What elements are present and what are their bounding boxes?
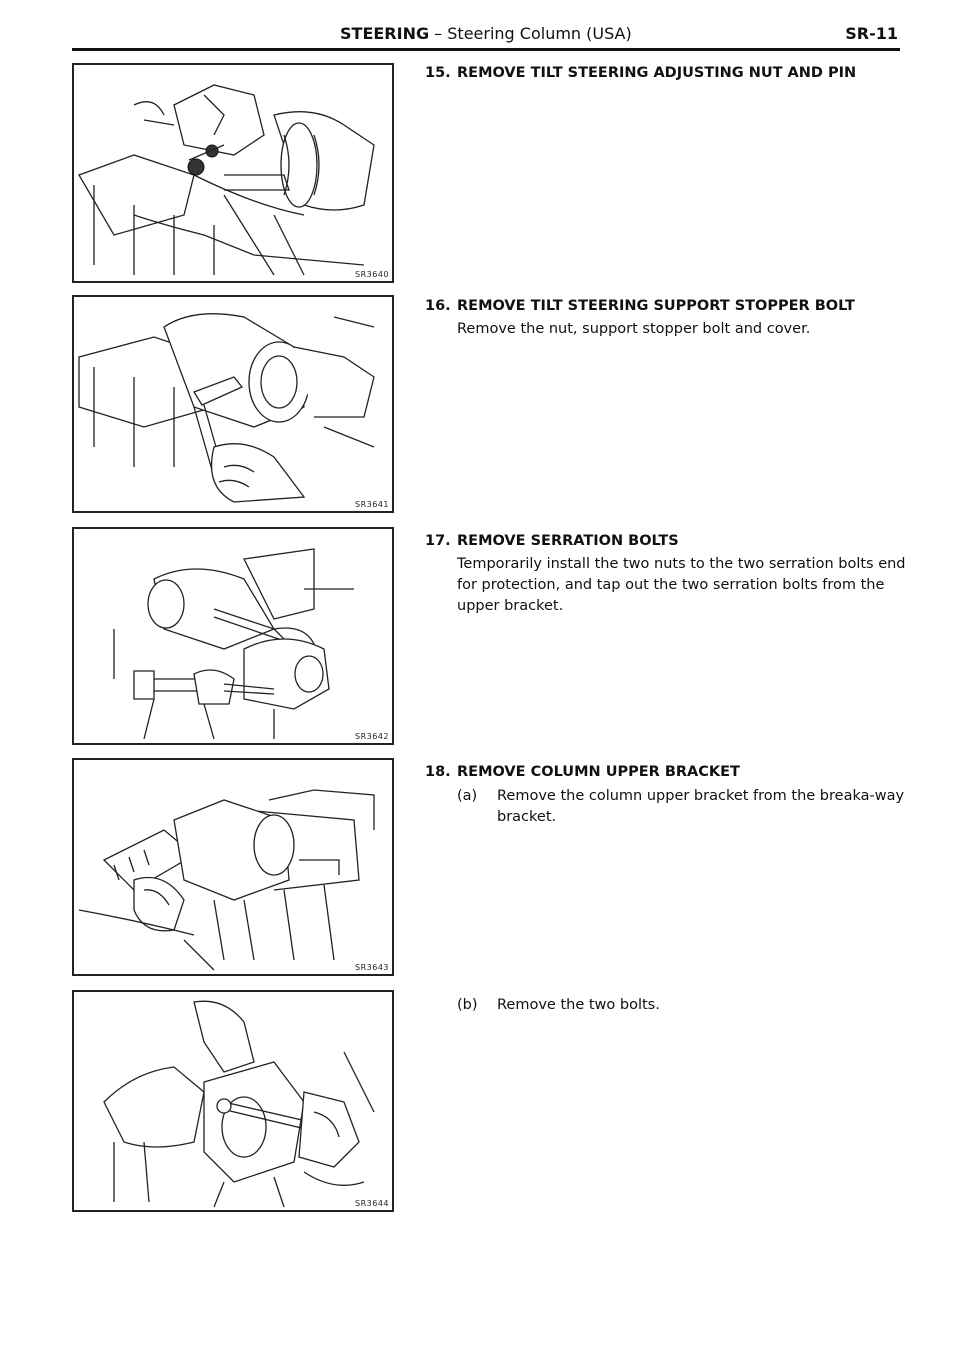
figure-upper-bracket: SR3643: [72, 758, 394, 976]
step-body: Temporarily install the two nuts to the …: [457, 556, 906, 614]
substep-text: Remove the column upper bracket from the…: [497, 788, 905, 825]
figure-code: SR3640: [355, 270, 389, 279]
page-number: SR-11: [845, 24, 898, 43]
step-body: Remove the nut, support stopper bolt and…: [457, 321, 811, 337]
figure-code: SR3643: [355, 963, 389, 972]
substep-text: Remove the two bolts.: [497, 997, 660, 1013]
substep-b: (b) Remove the two bolts.: [457, 995, 912, 1016]
step-title: REMOVE TILT STEERING SUPPORT STOPPER BOL…: [457, 298, 855, 314]
step-title: REMOVE SERRATION BOLTS: [457, 533, 679, 549]
step-number: 17.: [425, 533, 451, 549]
header-title: STEERING – Steering Column (USA): [340, 24, 632, 43]
figure-illustration: [78, 313, 375, 503]
substep-label: (b): [457, 997, 478, 1013]
figure-illustration: [113, 548, 354, 740]
header-dash: –: [429, 24, 448, 43]
figure-serration-bolts: SR3642: [72, 527, 394, 745]
step-17: 17. REMOVE SERRATION BOLTS Temporarily in…: [425, 531, 915, 617]
substep-a: (a) Remove the column upper bracket from…: [457, 786, 912, 828]
figure-illustration: [78, 789, 375, 971]
step-number: 18.: [425, 764, 451, 780]
page-header: STEERING – Steering Column (USA) SR-11: [72, 22, 900, 51]
figure-illustration: [103, 1000, 375, 1208]
figure-illustration: [78, 84, 375, 276]
figure-code: SR3642: [355, 732, 389, 741]
step-number: 15.: [425, 65, 451, 81]
step-title: REMOVE COLUMN UPPER BRACKET: [457, 764, 740, 780]
substep-label: (a): [457, 788, 478, 804]
step-title: REMOVE TILT STEERING ADJUSTING NUT AND P…: [457, 65, 857, 81]
figure-adjusting-nut: SR3640: [72, 63, 394, 283]
step-number: 16.: [425, 298, 451, 314]
step-18: 18. REMOVE COLUMN UPPER BRACKET: [425, 762, 915, 783]
figure-two-bolts: SR3644: [72, 990, 394, 1212]
figure-code: SR3641: [355, 500, 389, 509]
header-subtitle: Steering Column (USA): [447, 24, 632, 43]
step-16: 16. REMOVE TILT STEERING SUPPORT STOPPER …: [425, 296, 915, 340]
step-15: 15. REMOVE TILT STEERING ADJUSTING NUT AN…: [425, 63, 915, 84]
figure-code: SR3644: [355, 1199, 389, 1208]
header-section: STEERING: [340, 24, 430, 43]
figure-stopper-bolt: SR3641: [72, 295, 394, 513]
